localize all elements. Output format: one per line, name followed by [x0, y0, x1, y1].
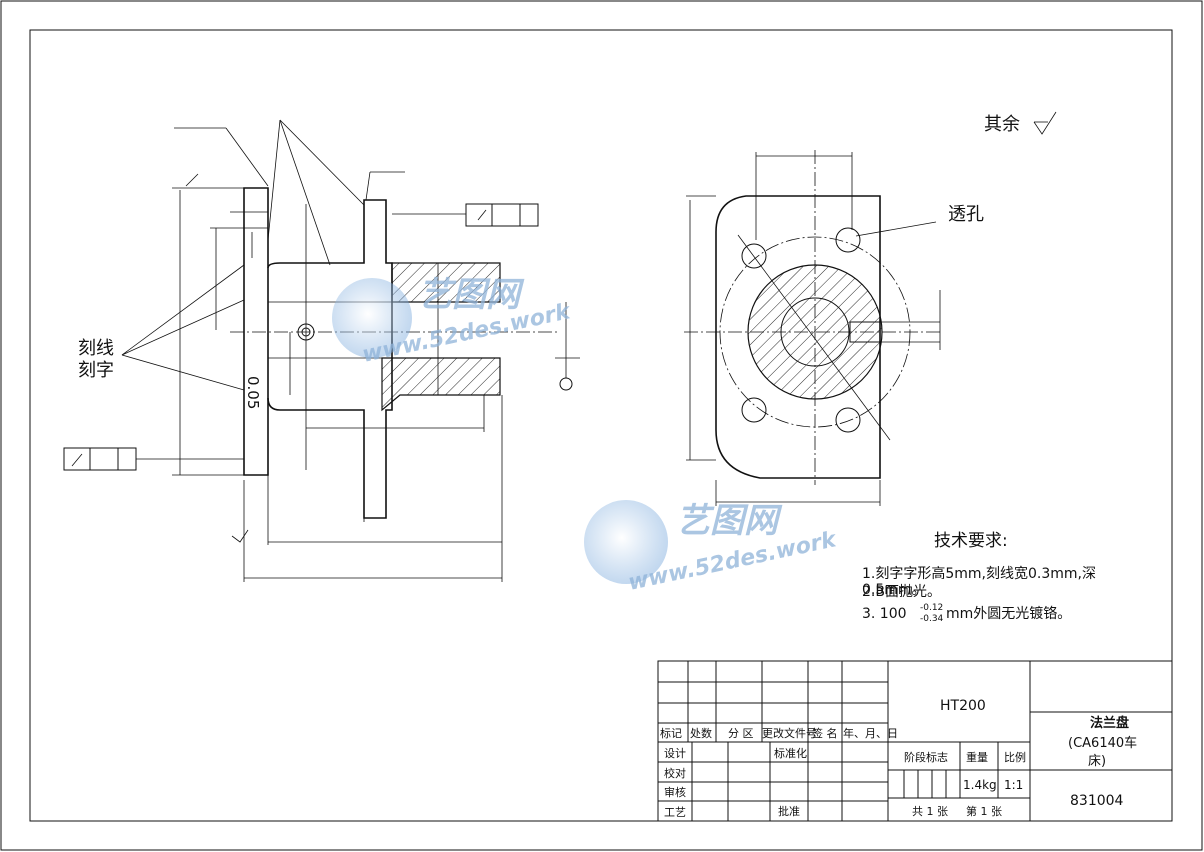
- through-hole-label: 透孔: [948, 204, 984, 225]
- rev-header-doc: 更改文件号: [762, 726, 817, 740]
- rev-header-date: 年、月、日: [843, 726, 898, 740]
- standardization-label: 标准化: [774, 746, 807, 760]
- approve-label: 批准: [778, 804, 800, 818]
- part-name-note-2: 床): [1088, 754, 1106, 769]
- inner-frame: [29, 29, 1173, 822]
- sheet-number: 第 1 张: [966, 804, 1002, 818]
- role-review: 审核: [664, 785, 686, 799]
- drawing-number: 831004: [1070, 793, 1124, 809]
- watermark-brand-upper: 艺图网: [418, 275, 525, 315]
- globe-icon: [332, 278, 412, 358]
- remaining-roughness-label: 其余: [984, 114, 1020, 135]
- scale-label: 比例: [1004, 750, 1026, 764]
- tech-requirements-title: 技术要求:: [934, 531, 1008, 551]
- watermark-upper: 艺图网 www.52des.work: [332, 275, 574, 368]
- tech-requirement-1: 1.刻字字形高5mm,刻线宽0.3mm,深: [862, 565, 1096, 582]
- scale-value: 1:1: [1004, 778, 1023, 792]
- weight-label: 重量: [966, 750, 988, 764]
- sheet-total: 共 1 张: [912, 805, 948, 818]
- watermark-lower: 艺图网 www.52des.work: [584, 500, 840, 596]
- rev-header-sign: 签 名: [812, 726, 838, 740]
- section-view: [63, 119, 580, 582]
- globe-icon: [584, 500, 668, 584]
- weight-value: 1.4kg: [963, 778, 997, 792]
- title-block: [657, 660, 1173, 822]
- engraved-line-label: 刻线: [78, 338, 114, 359]
- watermark-brand-lower: 艺图网: [676, 501, 783, 541]
- tech-requirement-3-tail: mm外圆无光镀铬。: [946, 605, 1071, 622]
- material-value: HT200: [940, 698, 986, 714]
- rev-header-zone: 分 区: [728, 727, 754, 740]
- role-check: 校对: [664, 766, 686, 780]
- front-view: [684, 111, 1057, 506]
- part-name: 法兰盘: [1090, 715, 1129, 731]
- dial-label: 0.05: [244, 376, 262, 409]
- tolerance-upper: -0.12: [920, 603, 943, 613]
- role-process: 工艺: [664, 806, 686, 819]
- engraved-text-label: 刻字: [78, 360, 114, 381]
- role-design: 设计: [664, 747, 686, 760]
- part-name-note: (CA6140车: [1068, 735, 1137, 751]
- tech-requirement-1-cont: 0.5mm。: [862, 582, 926, 598]
- tolerance-lower: -0.34: [920, 614, 944, 624]
- tech-requirement-2: 2.B面抛光。: [862, 584, 941, 600]
- rev-header-mark: 标记: [660, 726, 682, 740]
- stage-label: 阶段标志: [904, 750, 948, 764]
- tech-requirement-3: 3. 100: [862, 606, 907, 622]
- rev-header-count: 处数: [690, 727, 712, 740]
